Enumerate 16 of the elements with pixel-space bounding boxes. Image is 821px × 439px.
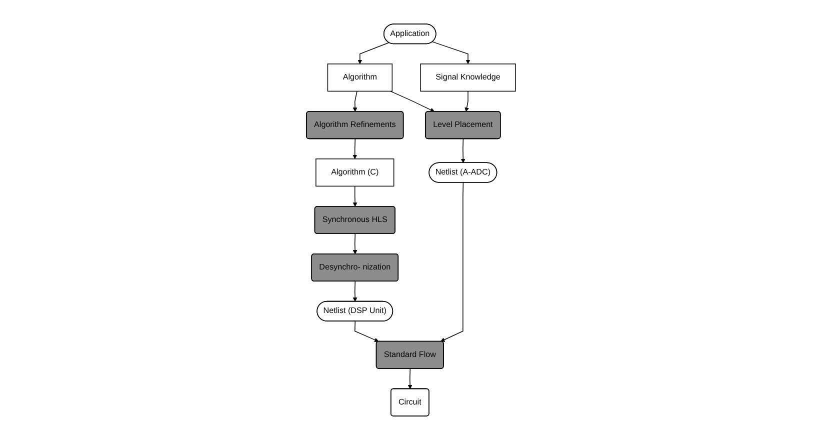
arrow	[432, 40, 470, 64]
arrow	[352, 280, 357, 302]
arrow	[352, 138, 357, 159]
arrow	[357, 42, 389, 64]
arrow	[354, 320, 378, 342]
arrow	[464, 90, 469, 112]
arrow	[352, 90, 357, 112]
node-box: Algorithm (C)	[315, 158, 394, 186]
node-box: Signal Knowledge	[420, 63, 516, 92]
arrow	[460, 138, 465, 163]
arrow	[407, 368, 412, 389]
arrow	[440, 182, 464, 342]
arrow	[352, 233, 357, 254]
arrow	[390, 90, 434, 112]
arrow	[352, 185, 357, 206]
node-box: Algorithm	[326, 63, 392, 92]
